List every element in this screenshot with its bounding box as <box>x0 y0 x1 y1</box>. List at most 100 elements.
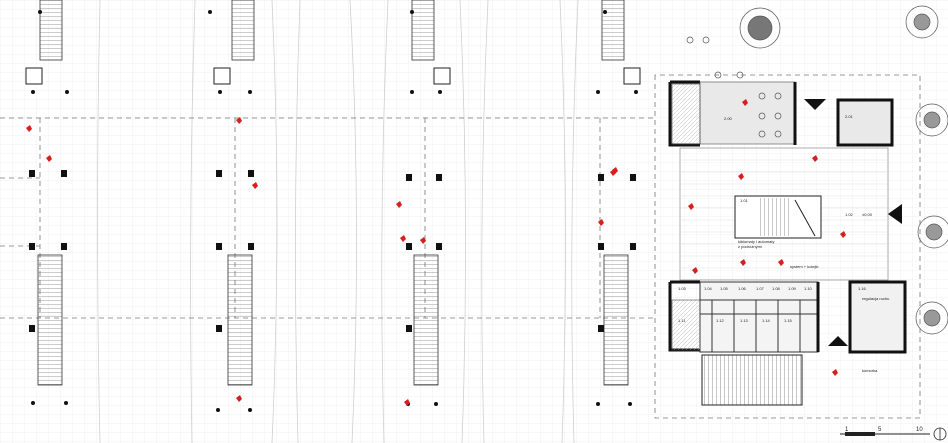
room-label: 1.15 <box>784 318 793 323</box>
column <box>29 170 35 177</box>
column <box>598 243 604 250</box>
track-line <box>271 0 278 443</box>
room-label: 2.00 <box>724 116 733 121</box>
person-icon <box>840 231 846 238</box>
column <box>61 170 67 177</box>
track-line <box>381 0 389 443</box>
post <box>216 408 220 412</box>
room-label: 1.03 <box>678 286 687 291</box>
post <box>410 10 414 14</box>
person-icon <box>400 235 406 242</box>
entrance-markers <box>804 99 902 346</box>
person-icon <box>832 369 838 376</box>
stair-top-1 <box>39 0 63 61</box>
post <box>438 90 442 94</box>
column <box>630 243 636 250</box>
column <box>61 243 67 250</box>
posts <box>31 10 638 412</box>
track-line <box>295 0 301 443</box>
track-line <box>459 0 466 443</box>
column <box>29 243 35 250</box>
stair-top-3 <box>411 0 435 61</box>
track-line <box>97 0 101 443</box>
person-icon <box>742 99 748 106</box>
room-label: 1.08 <box>772 286 781 291</box>
roof-line <box>654 74 921 419</box>
post <box>64 401 68 405</box>
post <box>31 90 35 94</box>
central-stair-treads <box>760 198 792 236</box>
post <box>603 10 607 14</box>
post <box>410 90 414 94</box>
post <box>628 402 632 406</box>
office-partitions <box>700 299 818 352</box>
table <box>774 130 782 138</box>
post <box>248 90 252 94</box>
table <box>758 130 766 138</box>
post <box>218 90 222 94</box>
stair-bottom-3 <box>413 254 439 386</box>
tree-icon <box>905 5 939 39</box>
se-room-walls <box>848 280 907 354</box>
station-building <box>668 36 907 406</box>
stair-top-2 <box>231 0 255 61</box>
person-icon <box>778 259 784 266</box>
room-label: 1.07 <box>756 286 765 291</box>
kiosk-label: kiblomaty i automaty <box>738 239 774 244</box>
elevator-1 <box>25 67 43 85</box>
trees <box>739 5 948 335</box>
room-label: 1.10 <box>804 286 813 291</box>
room-label: 1.13 <box>740 318 749 323</box>
room-labels: 2.00 2.01 1.01 1.02 1.03 1.04 1.05 1.06 … <box>678 114 867 323</box>
stair-top-4 <box>601 0 625 61</box>
post <box>208 10 212 14</box>
east-entrance-arrow <box>888 204 902 224</box>
person-icon <box>396 201 402 208</box>
tree-icon <box>739 7 781 49</box>
tree-icon <box>917 215 948 249</box>
person-icon <box>404 399 410 406</box>
scale-tick: 1 <box>845 427 849 433</box>
people <box>26 99 846 406</box>
table <box>714 71 722 79</box>
scale-bar: 1 5 10 <box>840 427 947 441</box>
track-line <box>481 0 489 443</box>
scale-tick: 5 <box>878 427 882 433</box>
post <box>434 402 438 406</box>
tree-icon <box>915 103 948 137</box>
toilet-south <box>671 299 701 351</box>
room-label: 2.01 <box>845 114 854 119</box>
post <box>596 90 600 94</box>
columns <box>29 170 636 332</box>
elevators <box>25 67 641 85</box>
table <box>774 92 782 100</box>
table <box>686 36 694 44</box>
info-system-label: system + kolejki <box>790 264 818 269</box>
room-label: 1.11 <box>678 318 686 323</box>
small-room-label: komorka <box>862 368 878 373</box>
person-icon <box>812 155 818 162</box>
column <box>248 243 254 250</box>
column <box>436 174 442 181</box>
elevator-4 <box>623 67 641 85</box>
post <box>248 408 252 412</box>
person-icon <box>420 237 426 244</box>
scale-tick: 10 <box>916 427 923 433</box>
table <box>774 112 782 120</box>
person-icon <box>688 203 694 210</box>
person-icon <box>236 395 242 402</box>
south-entrance-arrow <box>828 336 848 346</box>
column <box>216 170 222 177</box>
track-line <box>190 0 196 443</box>
track-bands <box>97 0 579 443</box>
room-label: 1.05 <box>720 286 729 291</box>
annotations: kiblomaty i automaty z podróżnymi system… <box>738 212 889 373</box>
post <box>38 10 42 14</box>
column <box>436 243 442 250</box>
table <box>758 92 766 100</box>
track-line <box>559 0 566 443</box>
room-label: 1.09 <box>788 286 797 291</box>
person-icon <box>252 182 258 189</box>
stair-bottom-1 <box>37 254 63 386</box>
